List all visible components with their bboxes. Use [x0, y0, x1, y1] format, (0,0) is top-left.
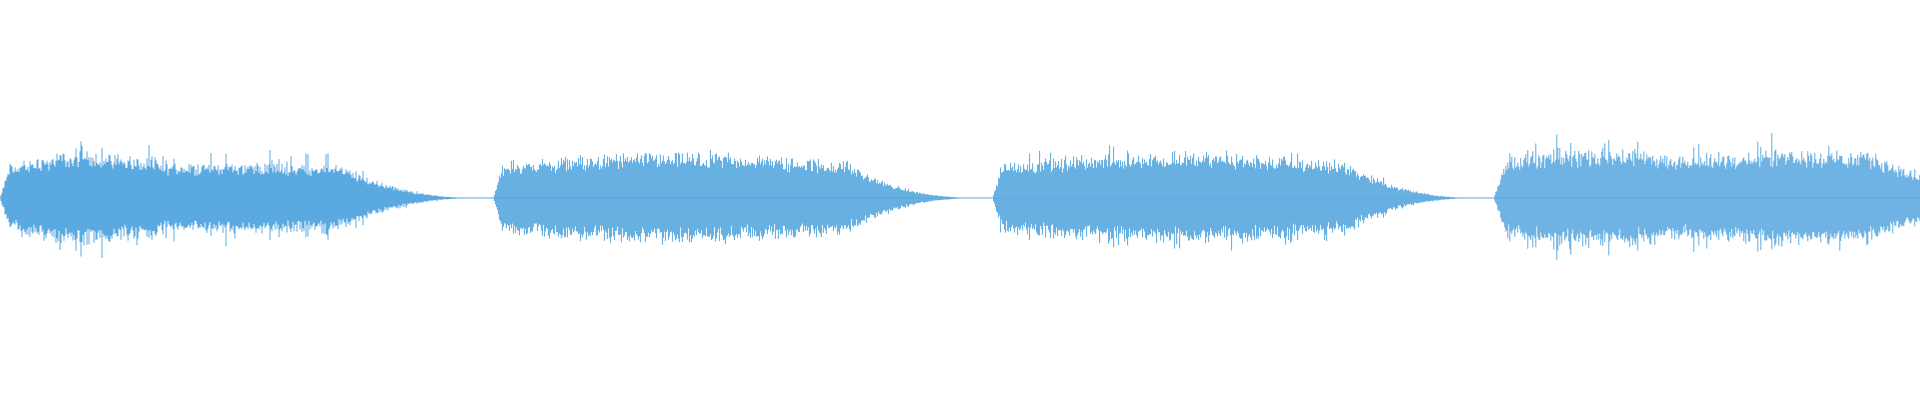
waveform-bars — [0, 133, 1920, 260]
